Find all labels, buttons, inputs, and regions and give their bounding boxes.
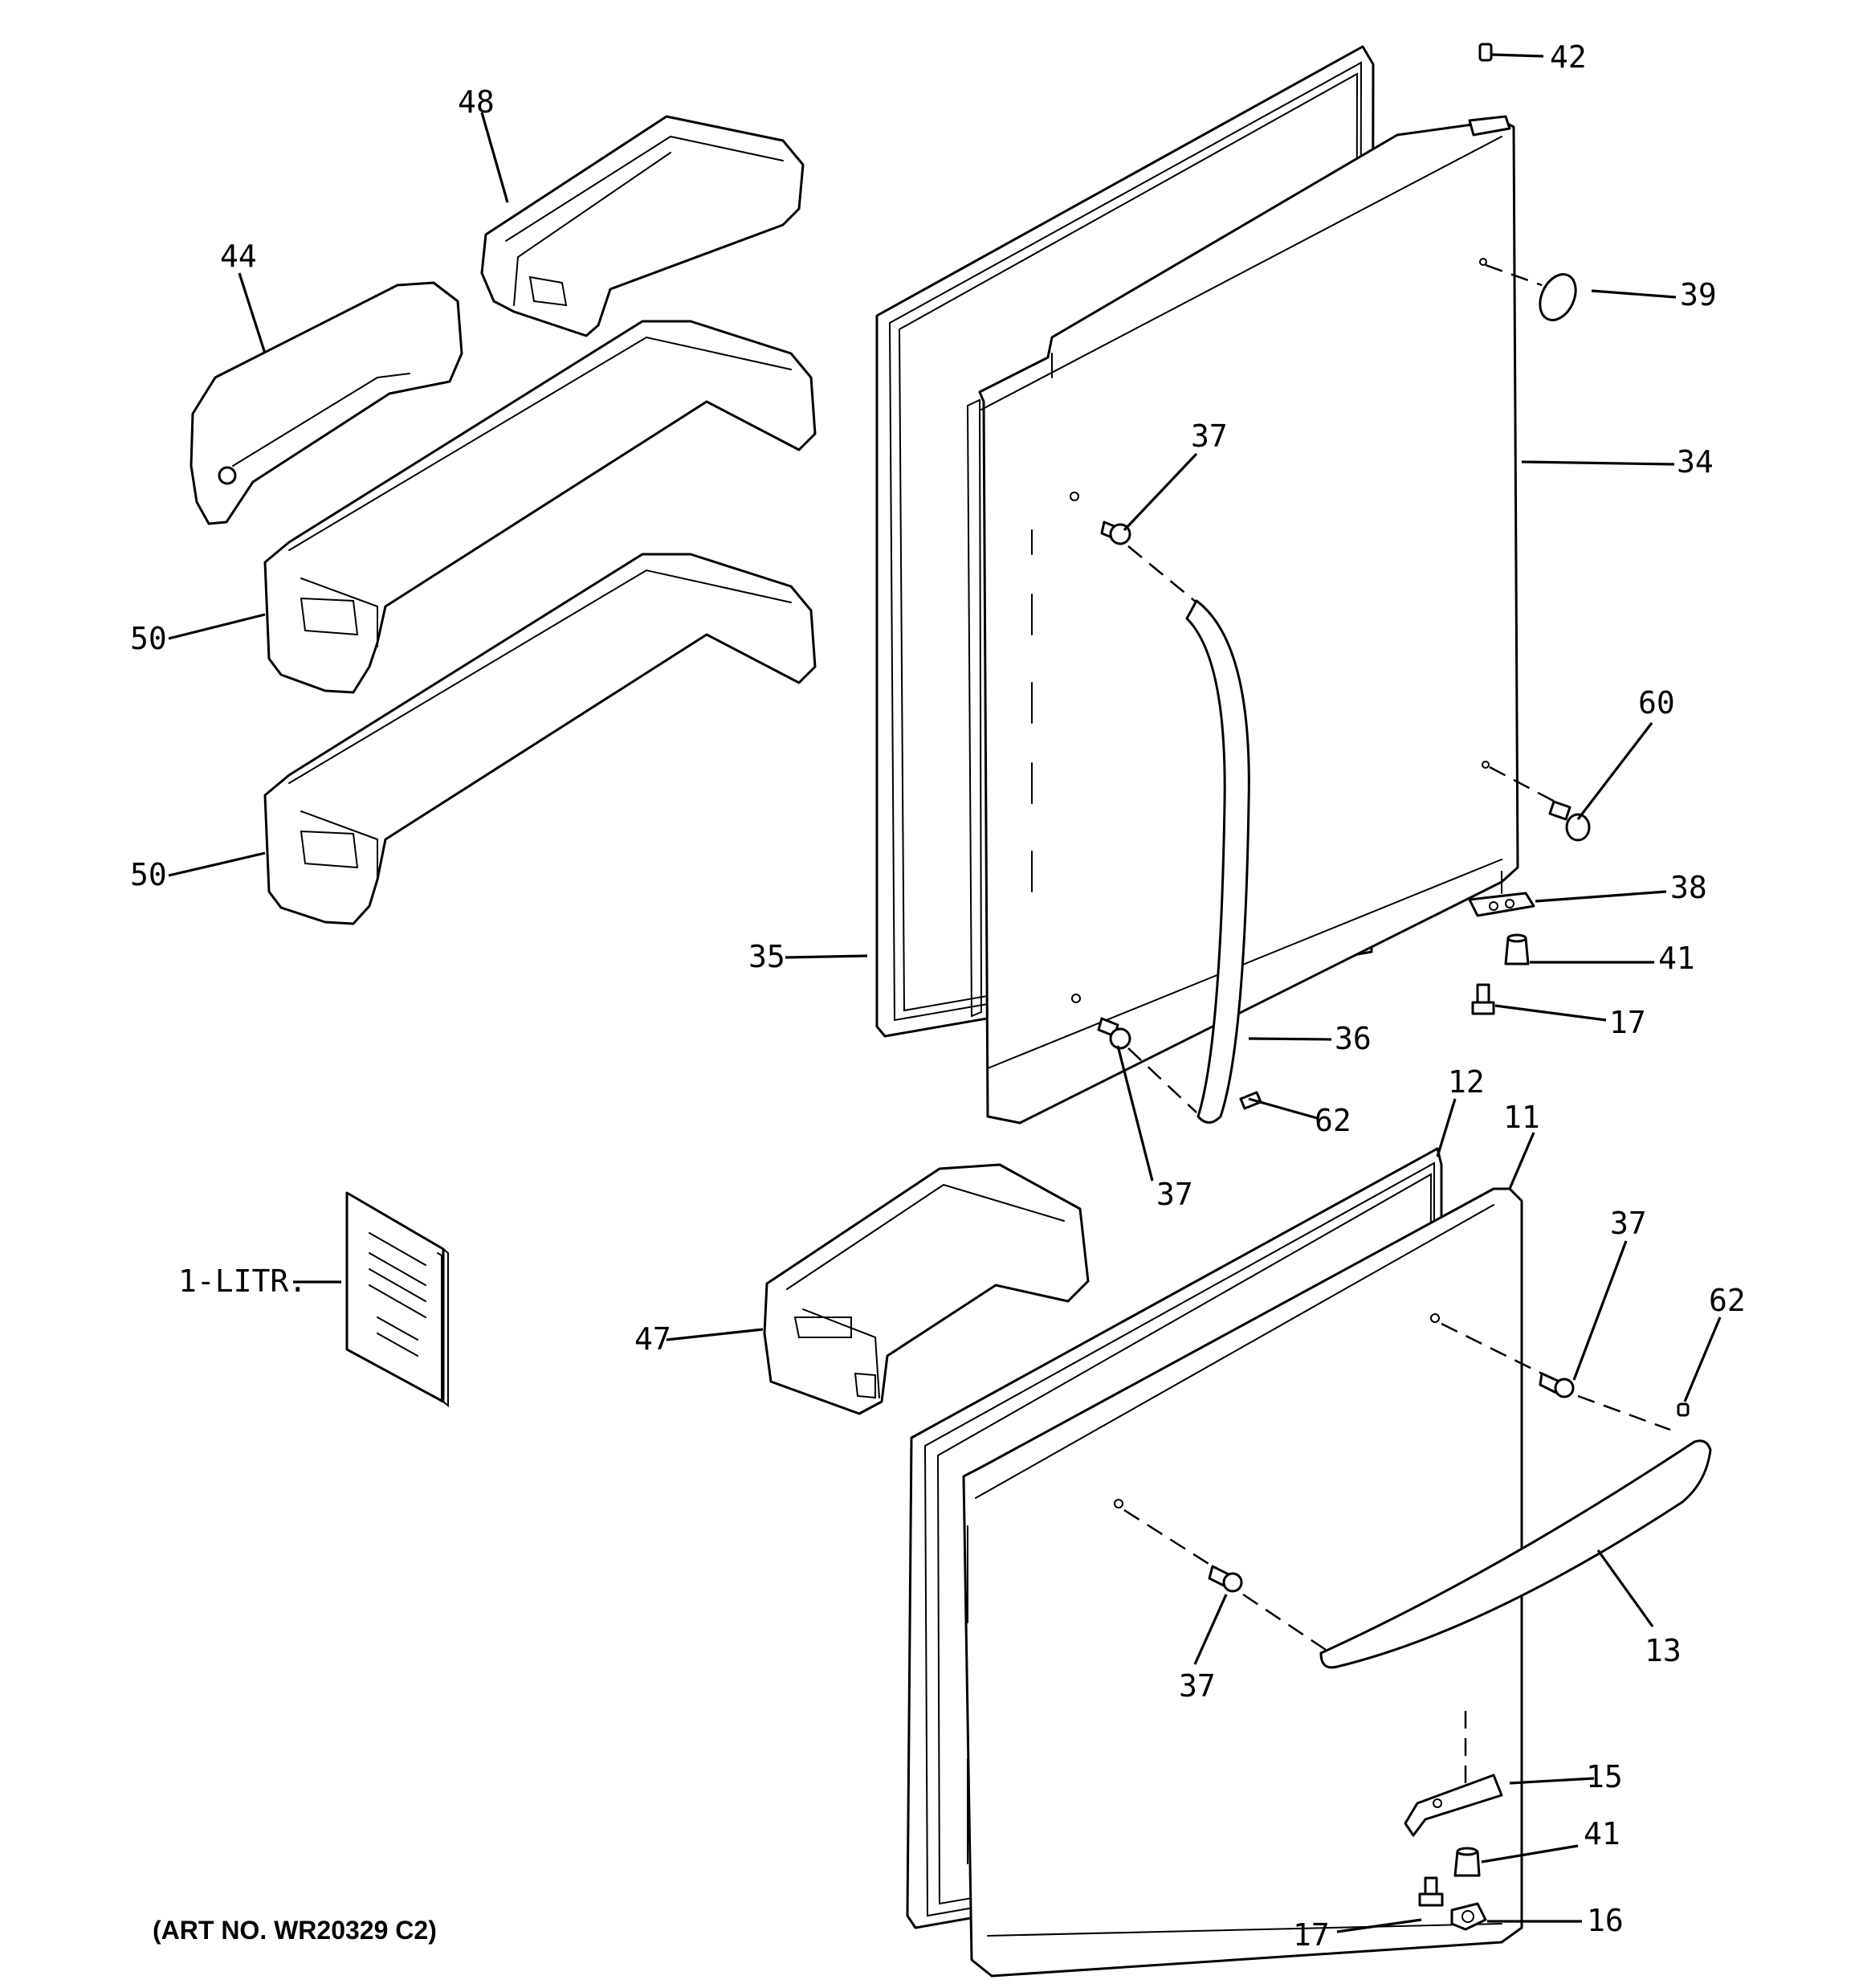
freezer-door-handle bbox=[1319, 1439, 1712, 1669]
callout-17-upper: 17 bbox=[1609, 1005, 1646, 1040]
set-screw-freezer bbox=[1677, 1402, 1690, 1417]
callout-50-lower: 50 bbox=[130, 857, 167, 892]
hinge-bushing-upper bbox=[1504, 933, 1530, 965]
callout-47: 47 bbox=[634, 1321, 671, 1357]
hinge-bushing-lower bbox=[1453, 1847, 1481, 1877]
door-bin-44-cover bbox=[190, 281, 463, 525]
callout-41-lower: 41 bbox=[1584, 1816, 1620, 1851]
hinge-screw-upper bbox=[1471, 983, 1495, 1015]
handle-mount-screw-upper bbox=[1070, 492, 1197, 603]
hinge-nut-lower bbox=[1450, 1902, 1487, 1931]
callout-38: 38 bbox=[1670, 870, 1707, 905]
callout-15: 15 bbox=[1586, 1759, 1623, 1794]
callout-60: 60 bbox=[1638, 685, 1675, 720]
callout-36: 36 bbox=[1335, 1021, 1372, 1056]
callout-37-freezer-right: 37 bbox=[1610, 1206, 1647, 1241]
freezer-handle-screw-right bbox=[1430, 1313, 1671, 1431]
callout-12: 12 bbox=[1448, 1064, 1485, 1100]
callout-48: 48 bbox=[458, 84, 495, 120]
callout-34: 34 bbox=[1677, 444, 1714, 480]
door-bin-48 bbox=[480, 115, 805, 337]
hinge-screw-lower bbox=[1418, 1876, 1444, 1907]
callout-17-lower: 17 bbox=[1293, 1917, 1330, 1953]
door-bin-50-lower bbox=[263, 553, 817, 925]
center-hinge bbox=[1468, 871, 1535, 917]
hole-plug bbox=[1479, 258, 1577, 321]
door-bin-50-upper bbox=[263, 320, 817, 694]
callout-42: 42 bbox=[1550, 39, 1587, 75]
fresh-food-door bbox=[966, 119, 1519, 1125]
callout-41-upper: 41 bbox=[1658, 941, 1695, 976]
callout-1-litr: 1-LITR. bbox=[178, 1263, 307, 1299]
handle-mount-screw-lower bbox=[1071, 994, 1197, 1113]
freezer-bin bbox=[763, 1163, 1090, 1415]
callout-16: 16 bbox=[1587, 1903, 1624, 1938]
bottom-hinge bbox=[1404, 1711, 1503, 1837]
callout-39: 39 bbox=[1680, 277, 1717, 312]
callout-62-freezer: 62 bbox=[1709, 1283, 1746, 1318]
leader-lines bbox=[168, 53, 1722, 1933]
callout-37-freezer-left: 37 bbox=[1179, 1668, 1216, 1704]
freezer-handle-screw-left bbox=[1114, 1499, 1334, 1656]
callout-37-upper: 37 bbox=[1191, 418, 1228, 454]
callout-37-middle: 37 bbox=[1156, 1177, 1193, 1212]
callout-50-upper: 50 bbox=[130, 621, 167, 656]
callout-62-upper: 62 bbox=[1315, 1103, 1351, 1138]
callout-44: 44 bbox=[220, 239, 257, 274]
callout-35: 35 bbox=[748, 939, 785, 974]
hinge-cap-top bbox=[1468, 43, 1511, 137]
art-number: (ART NO. WR20329 C2) bbox=[153, 1916, 437, 1945]
callout-13: 13 bbox=[1645, 1633, 1682, 1668]
fresh-food-door-handle bbox=[1185, 599, 1250, 1124]
callout-11: 11 bbox=[1503, 1100, 1540, 1135]
literature-booklet bbox=[345, 1191, 449, 1408]
door-stop bbox=[1482, 761, 1591, 842]
